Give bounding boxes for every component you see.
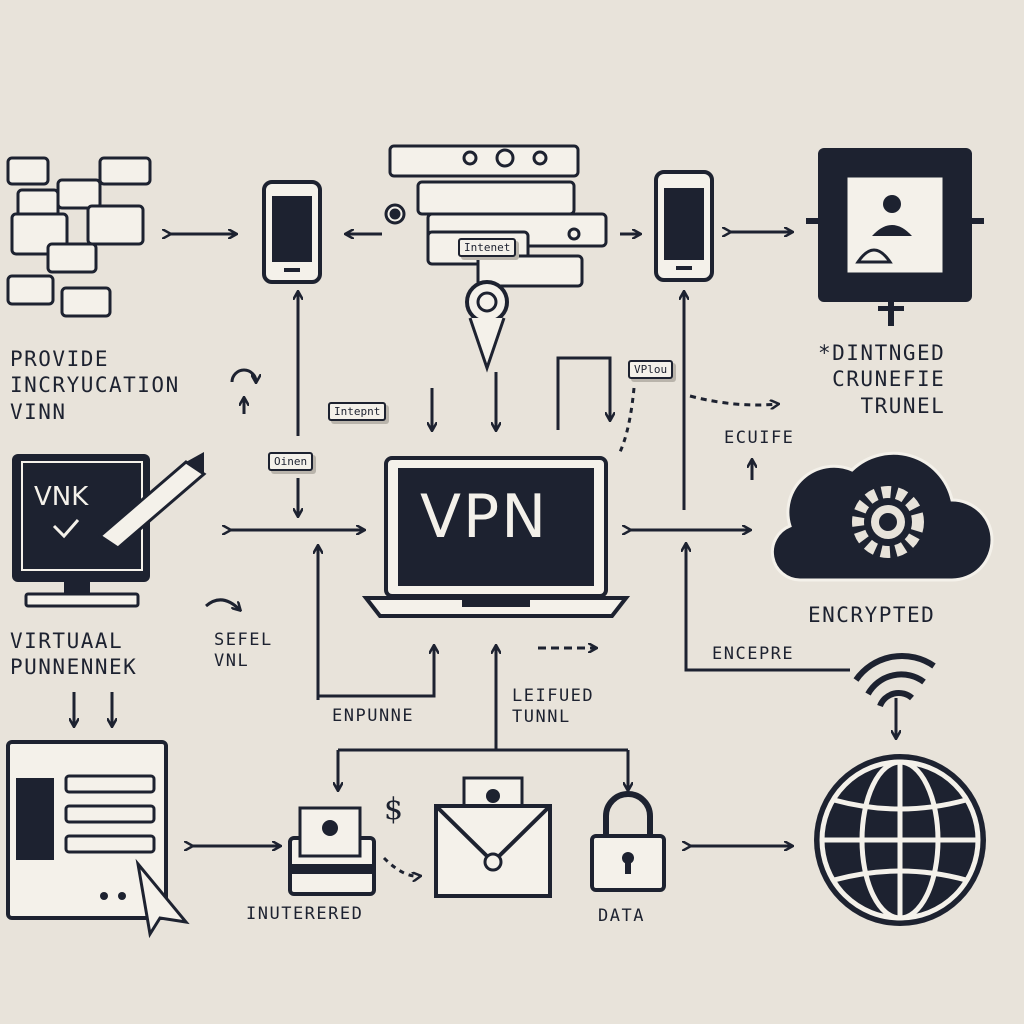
wifi-icon bbox=[853, 652, 936, 708]
laptop-screen-text: VPN bbox=[420, 482, 549, 552]
contact-card-icon bbox=[806, 148, 984, 326]
label-enpunne: ENPUNNE bbox=[332, 706, 415, 726]
globe-icon bbox=[814, 754, 986, 926]
label-inuterered: INUTERERED bbox=[246, 904, 364, 924]
label-provide: PROVIDE INCRYUCATION VINN bbox=[10, 347, 180, 424]
cloud-gear-icon bbox=[770, 451, 994, 582]
monitor-pencil-icon bbox=[12, 452, 207, 608]
label-sefel: SEFEL VNL bbox=[214, 630, 273, 672]
id-card-icon bbox=[288, 806, 376, 896]
dollar-sign: $ bbox=[384, 792, 404, 827]
label-ecuife: ECUIFE bbox=[724, 428, 795, 448]
map-pin-icon bbox=[465, 280, 509, 373]
monitor-screen-text: VNK bbox=[34, 482, 89, 512]
chip-internet: Intenet bbox=[458, 238, 517, 257]
laptop-icon bbox=[361, 456, 631, 618]
label-dintnged: *DINTNGED CRUNEFIE TRUNEL bbox=[818, 341, 946, 418]
label-encepre: ENCEPRE bbox=[712, 644, 795, 664]
chip-vpnou: VPlou bbox=[628, 360, 674, 379]
connector-arrows bbox=[74, 232, 896, 876]
label-leifued: LEIFUED TUNNL bbox=[512, 686, 595, 728]
padlock-icon bbox=[590, 791, 666, 892]
label-data: DATA bbox=[598, 906, 645, 926]
chat-bubbles-icon bbox=[6, 156, 152, 318]
window-bars-icon bbox=[384, 144, 608, 288]
label-virtual: VIRTUAAL PUNNENNEK bbox=[10, 629, 138, 680]
label-encrypted: ENCRYPTED bbox=[808, 603, 936, 627]
envelope-icon bbox=[434, 776, 552, 898]
chip-oinen: Oinen bbox=[268, 452, 314, 471]
smartphone-icon bbox=[654, 170, 714, 282]
smartphone-icon bbox=[262, 180, 322, 284]
chip-intepnt: Intepnt bbox=[328, 402, 387, 421]
server-icon bbox=[6, 740, 190, 939]
